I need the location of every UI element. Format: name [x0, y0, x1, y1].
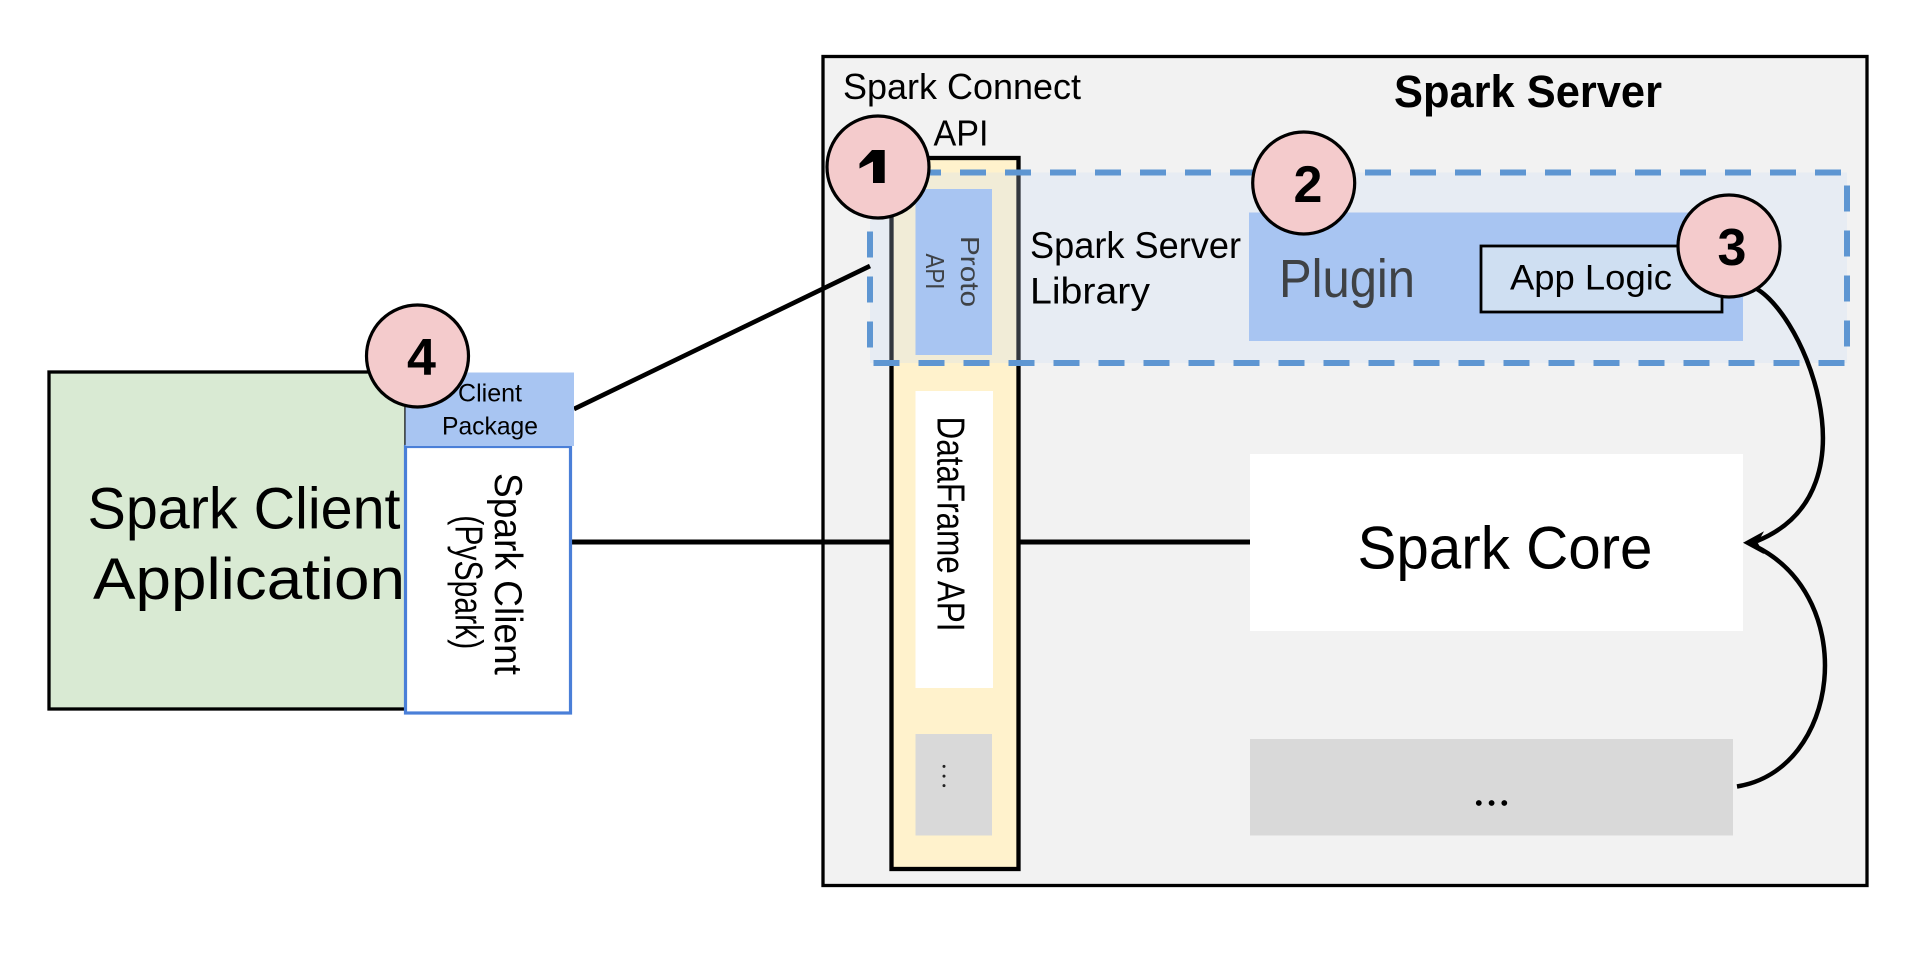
- svg-text:Client: Client: [458, 379, 522, 407]
- svg-text:2: 2: [1294, 156, 1323, 214]
- svg-text:Plugin: Plugin: [1279, 249, 1415, 309]
- svg-text:Package: Package: [442, 412, 538, 440]
- svg-text:API: API: [920, 254, 950, 290]
- svg-text:Spark Server: Spark Server: [1394, 66, 1662, 117]
- svg-text:Spark Core: Spark Core: [1358, 515, 1653, 582]
- svg-text:3: 3: [1718, 219, 1747, 277]
- svg-text:Application: Application: [93, 547, 405, 612]
- svg-text:Spark Server: Spark Server: [1030, 225, 1241, 266]
- svg-text:Proto: Proto: [955, 236, 985, 307]
- svg-text:Spark Client: Spark Client: [88, 477, 401, 542]
- svg-text:DataFrame API: DataFrame API: [929, 417, 972, 632]
- svg-text:Library: Library: [1030, 270, 1151, 311]
- svg-text:4: 4: [407, 329, 436, 387]
- svg-text:App Logic: App Logic: [1510, 258, 1672, 297]
- svg-text:Spark Connect: Spark Connect: [843, 66, 1081, 107]
- svg-text:Spark Client: Spark Client: [486, 473, 529, 675]
- svg-text:API: API: [934, 113, 989, 154]
- svg-text:(PySpark): (PySpark): [446, 515, 489, 649]
